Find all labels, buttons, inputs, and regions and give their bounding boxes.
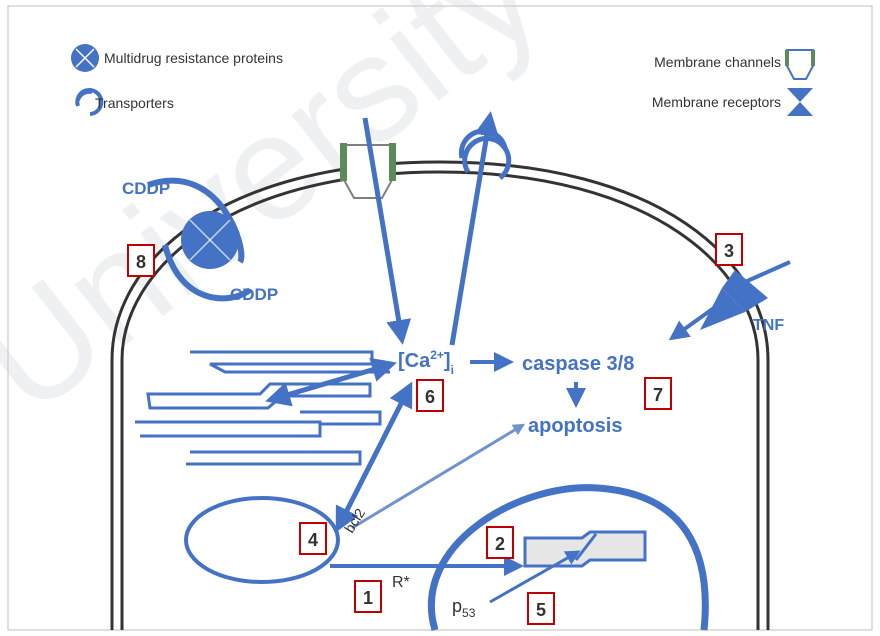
legend-mdr-label: Multidrug resistance proteins (104, 50, 283, 66)
svg-text:6: 6 (425, 387, 435, 407)
step-box-4: 4 (300, 523, 326, 554)
legend-channels-label: Membrane channels (654, 54, 781, 70)
legend-receptors-label: Membrane receptors (652, 94, 781, 110)
svg-text:7: 7 (653, 385, 663, 405)
channel-legend-icon (787, 50, 813, 79)
cddp-top-label: CDDP (122, 179, 170, 198)
tnf-label: TNF (753, 317, 784, 334)
svg-text:5: 5 (536, 600, 546, 620)
cddp-bottom-label: CDDP (230, 285, 278, 304)
step-box-1: 1 (355, 581, 381, 612)
step-box-2: 2 (487, 527, 513, 558)
membrane-channel (340, 143, 396, 198)
dna-segment (525, 532, 645, 566)
step-box-8: 8 (128, 245, 154, 276)
step-box-5: 5 (528, 593, 554, 624)
caspase-label: caspase 3/8 (522, 353, 634, 375)
svg-text:8: 8 (136, 252, 146, 272)
step-box-3: 3 (716, 234, 742, 265)
svg-text:2: 2 (495, 534, 505, 554)
step-box-6: 6 (417, 380, 443, 411)
r-star-label: R* (392, 574, 410, 591)
step-box-7: 7 (645, 378, 671, 409)
svg-text:4: 4 (308, 530, 318, 550)
legend-transporters-label: Transporters (95, 95, 174, 111)
svg-text:1: 1 (363, 588, 373, 608)
svg-text:3: 3 (724, 241, 734, 261)
mdr-legend-icon (71, 44, 99, 72)
apoptosis-label: apoptosis (528, 415, 622, 437)
